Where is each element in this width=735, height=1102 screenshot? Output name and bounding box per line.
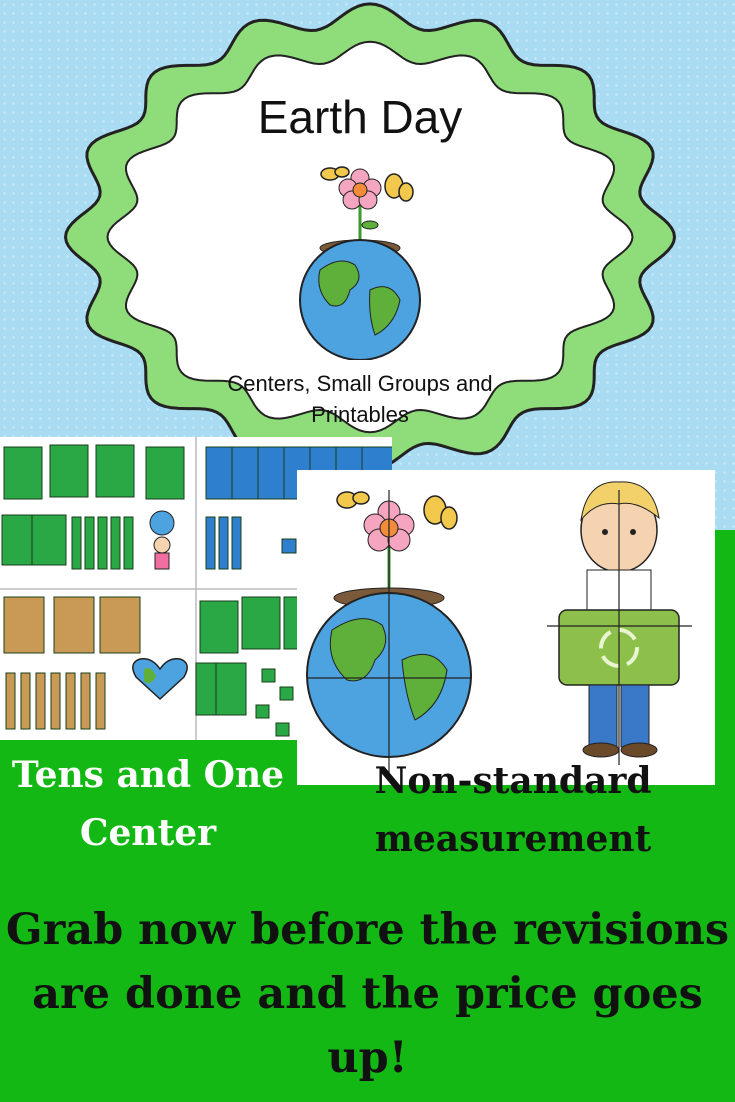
measure-caption-line-1: Non-standard [374,760,652,802]
promo-message: Grab now before the revisions are done a… [0,898,735,1090]
ten-rod [35,672,46,730]
promo-line-3: up! [327,1033,408,1083]
promo-line-1: Grab now before the revisions [5,905,730,955]
ten-rod [110,516,121,570]
heart-globe-icon [132,657,188,701]
ten-rod [84,516,95,570]
ten-rod [5,672,16,730]
tens-and-ones-panel [0,437,401,740]
one-cube [281,538,297,554]
ten-rod [80,672,91,730]
hundred-block [49,444,89,498]
cover-title: Earth Day [257,91,463,143]
scalloped-frame [63,2,677,472]
tens-caption-line-1: Tens and One [11,754,285,796]
tens-caption-line-2: Center [79,812,217,854]
ten-rod [95,672,106,730]
hundred-block [95,444,135,498]
ten-rod [97,516,108,570]
ten-rod [231,516,242,570]
frame-inner [106,40,634,434]
earth-globe-icon [299,239,421,360]
butterfly-icon [336,491,458,530]
hundred-block [1,514,37,566]
hundred-block [31,514,67,566]
subtitle-line-1: Centers, Small Groups and [227,371,493,396]
hundred-block [215,662,247,716]
hundred-block [241,596,281,650]
flower-globe-illustration [299,166,421,360]
hundred-block [3,596,45,654]
one-cube [255,704,270,719]
one-cube [279,686,294,701]
one-cube [275,722,290,737]
butterfly-icon [384,173,414,202]
measurement-caption: Non-standard measurement [328,752,698,868]
measurement-illustration [306,481,692,775]
measurement-panel [297,470,715,785]
ten-rod [20,672,31,730]
flower-icon [338,168,382,245]
measure-caption-line-2: measurement [374,818,652,860]
ten-rod [71,516,82,570]
girl-icon [149,510,175,570]
ten-rod [50,672,61,730]
hundred-block [145,446,185,500]
promo-line-2: are done and the price goes [32,969,703,1019]
hundred-block [199,600,239,654]
ten-rod [65,672,76,730]
one-cube [261,668,276,683]
cover-subtitle: Centers, Small Groups and Printables [150,368,570,430]
ten-rod [218,516,229,570]
ten-rod [205,516,216,570]
hundred-block [99,596,141,654]
ten-rod [123,516,134,570]
hundred-block [53,596,95,654]
subtitle-line-2: Printables [311,402,409,427]
tens-and-ones-caption: Tens and One Center [0,746,296,862]
hundred-block [3,446,43,500]
butterfly-icon [320,166,350,181]
